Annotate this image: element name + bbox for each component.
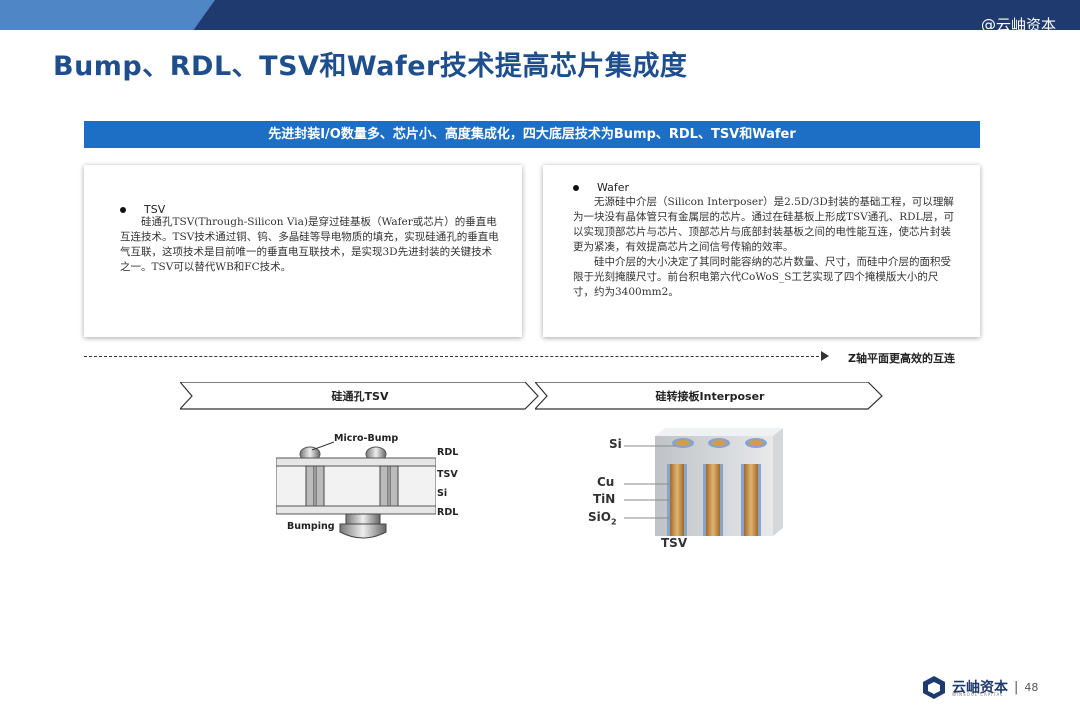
tsv-card-heading: TSV: [120, 203, 165, 216]
tin-label: TiN: [593, 492, 616, 506]
interposer-leader-lines: [624, 445, 676, 519]
bumping-label: Bumping: [287, 521, 335, 532]
chevron-interposer: [535, 382, 883, 410]
wafer-card-body: 无源硅中介层（Silicon Interposer）是2.5D/3D封装的基础工…: [573, 195, 958, 300]
bullet-icon: [120, 207, 126, 213]
page-title: Bump、RDL、TSV和Wafer技术提高芯片集成度: [53, 51, 688, 82]
top-bar-accent: [0, 0, 215, 30]
footer-brand: 云岫资本: [952, 680, 1008, 696]
si-label: Si: [437, 488, 448, 499]
chevron-tsv: [180, 382, 539, 410]
tsv-paragraph: 硅通孔TSV(Through-Silicon Via)是穿过硅基板（Wafer或…: [120, 216, 499, 273]
leader-line: [312, 441, 335, 451]
chevron-interposer-label: 硅转接板Interposer: [655, 390, 765, 403]
wafer-paragraph-2: 硅中介层的大小决定了其同时能容纳的芯片数量、尺寸，而硅中介层的面积受限于光刻掩膜…: [573, 256, 951, 298]
watermark: @云岫资本: [980, 16, 1056, 34]
si-layer-label: Si: [609, 437, 622, 451]
footer-separator: |: [1014, 679, 1019, 695]
wafer-paragraph-1: 无源硅中介层（Silicon Interposer）是2.5D/3D封装的基础工…: [573, 196, 955, 253]
bullet-icon: [573, 185, 579, 191]
tsv-bottom-label: TSV: [661, 536, 688, 550]
wafer-card: Wafer 无源硅中介层（Silicon Interposer）是2.5D/3D…: [543, 165, 980, 337]
page-number: 48: [1024, 680, 1039, 694]
tsv-card-body: 硅通孔TSV(Through-Silicon Via)是穿过硅基板（Wafer或…: [120, 215, 500, 275]
cu-label: Cu: [597, 475, 615, 489]
tsv-card: TSV 硅通孔TSV(Through-Silicon Via)是穿过硅基板（Wa…: [84, 165, 522, 337]
interposer-diagram: [655, 428, 783, 536]
sio2-label: SiO2: [588, 510, 617, 527]
footer-brand-sub: WINSOUL CAPITAL: [952, 692, 1004, 697]
wafer-card-heading: Wafer: [573, 181, 629, 194]
arrow-right-icon: [821, 351, 829, 361]
footer-logo: 云岫资本 | 48 WINSOUL CAPITAL: [922, 674, 1038, 700]
chevron-tsv-label: 硅通孔TSV: [331, 390, 389, 403]
tsv-label: TSV: [437, 469, 458, 480]
rdl-top-label: RDL: [437, 447, 459, 458]
rdl-bottom-label: RDL: [437, 507, 459, 518]
top-bar: [0, 0, 1080, 30]
z-axis-label: Z轴平面更高效的互连: [848, 352, 955, 365]
z-axis-line: [84, 356, 824, 357]
micro-bump-label: Micro-Bump: [334, 433, 399, 444]
summary-banner: 先进封装I/O数量多、芯片小、高度集成化，四大底层技术为Bump、RDL、TSV…: [84, 121, 980, 148]
company-logo-icon: [923, 676, 945, 699]
tsv-cross-section-diagram: [276, 446, 436, 539]
